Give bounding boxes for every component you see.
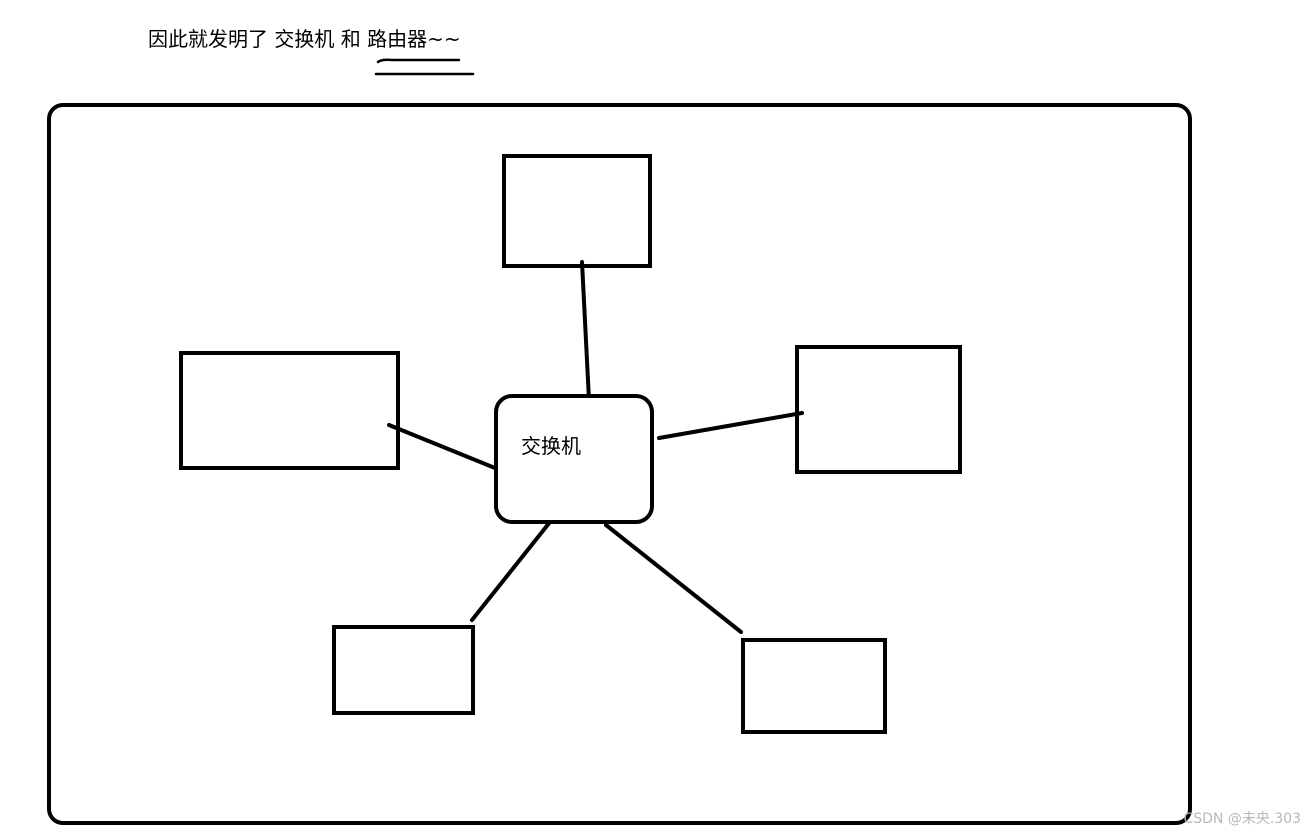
device-left	[179, 351, 400, 470]
device-right	[795, 345, 962, 474]
heading-underline-short	[376, 58, 461, 64]
device-bottom-left	[332, 625, 475, 715]
link-right	[657, 411, 804, 440]
link-top	[580, 260, 591, 402]
watermark: CSDN @未央.303	[1183, 811, 1301, 827]
link-bottom-right	[604, 523, 743, 634]
network-frame	[47, 103, 1192, 825]
link-left	[387, 423, 497, 470]
switch-node	[494, 394, 654, 524]
device-bottom-right	[741, 638, 887, 734]
device-top	[502, 154, 652, 268]
heading-text: 因此就发明了 交换机 和 路由器~~	[148, 27, 461, 51]
link-bottom-left	[470, 520, 552, 622]
switch-label: 交换机	[521, 434, 581, 458]
